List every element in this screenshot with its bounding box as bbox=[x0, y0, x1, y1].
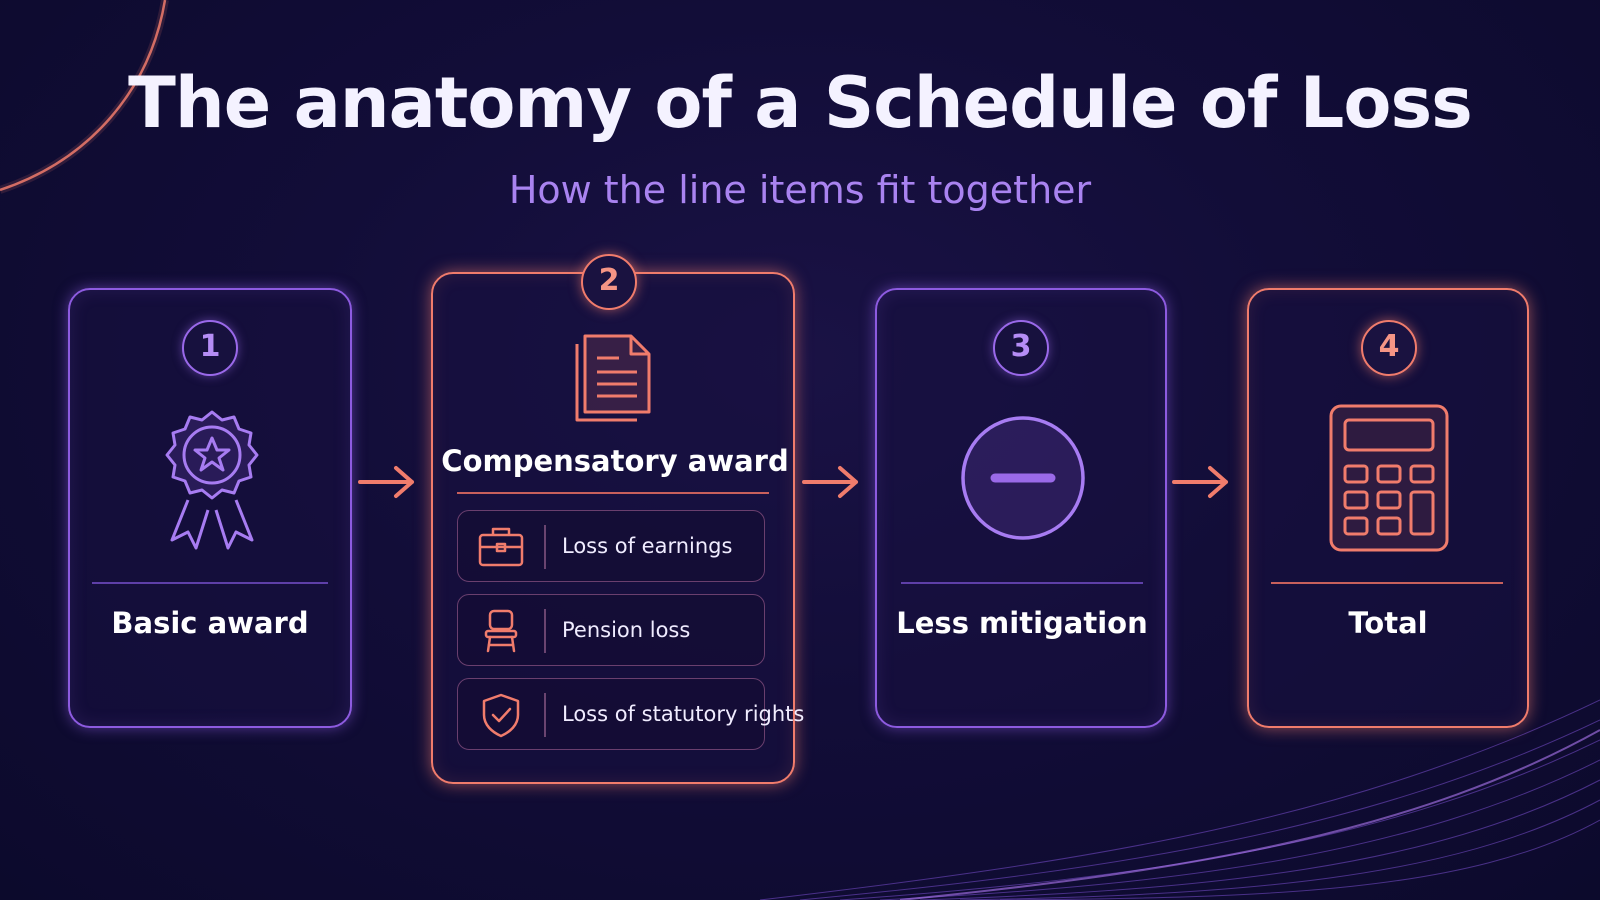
step-card-less-mitigation: 3 Less mitigation bbox=[875, 288, 1167, 728]
calculator-icon bbox=[1329, 404, 1449, 552]
step-number-badge: 3 bbox=[993, 320, 1049, 376]
step-card-compensatory-award: 2 Compensatory award Loss of earnings bbox=[431, 254, 804, 784]
step-card-basic-award: 1 Basic award bbox=[68, 288, 352, 728]
line-item-loss-of-earnings: Loss of earnings bbox=[457, 510, 765, 582]
line-item-label: Pension loss bbox=[562, 618, 691, 642]
step-number-badge: 1 bbox=[182, 320, 238, 376]
arrow-right-icon bbox=[802, 466, 858, 498]
card-divider bbox=[901, 582, 1143, 584]
step-number-badge: 4 bbox=[1361, 320, 1417, 376]
row-separator bbox=[544, 609, 546, 653]
line-item-pension-loss: Pension loss bbox=[457, 594, 765, 666]
step-label: Basic award bbox=[111, 606, 309, 640]
briefcase-icon bbox=[478, 527, 524, 567]
step-label: Less mitigation bbox=[896, 606, 1148, 640]
arrow-right-icon bbox=[358, 466, 414, 498]
step-label: Total bbox=[1348, 606, 1428, 640]
page-subtitle: How the line items fit together bbox=[508, 168, 1092, 212]
card-divider bbox=[92, 582, 328, 584]
document-icon bbox=[575, 334, 651, 422]
line-item-label: Loss of earnings bbox=[562, 534, 733, 558]
shield-check-icon bbox=[482, 693, 520, 738]
line-item-loss-of-statutory-rights: Loss of statutory rights bbox=[457, 678, 804, 750]
step-label: Compensatory award bbox=[441, 444, 789, 478]
step-card-total: 4 Total bbox=[1247, 288, 1529, 728]
row-separator bbox=[544, 525, 546, 569]
row-separator bbox=[544, 693, 546, 737]
card-divider bbox=[1271, 582, 1503, 584]
minus-circle-icon bbox=[961, 416, 1085, 540]
award-rosette-icon bbox=[165, 410, 259, 550]
arrow-right-icon bbox=[1172, 466, 1228, 498]
page-title: The anatomy of a Schedule of Loss bbox=[128, 62, 1473, 144]
line-item-label: Loss of statutory rights bbox=[562, 702, 805, 726]
chair-icon bbox=[484, 609, 518, 653]
step-number-badge: 2 bbox=[581, 254, 637, 310]
card-divider bbox=[457, 492, 769, 494]
